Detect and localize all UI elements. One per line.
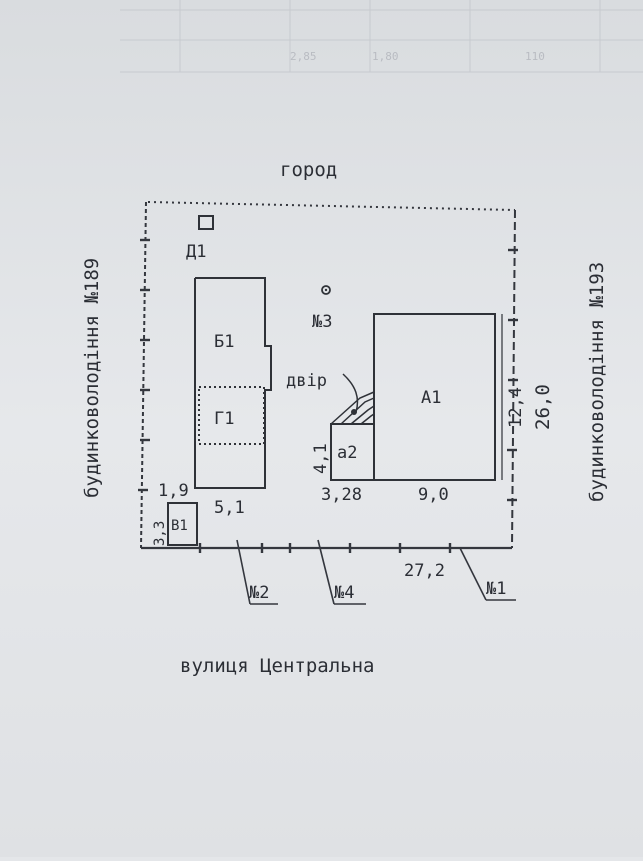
building-g1-label: Г1 [214, 409, 234, 429]
dim-9-0: 9,0 [418, 485, 449, 505]
point-2-label: №2 [249, 583, 269, 603]
building-b1-label: Б1 [214, 332, 234, 352]
dim-5-1: 5,1 [214, 498, 245, 518]
yard-label: двір [286, 371, 327, 391]
faint-header-table [120, 0, 643, 73]
building-d1-marker [198, 215, 214, 230]
dim-1-9: 1,9 [158, 481, 189, 501]
dim-12-4: 12,4 [506, 387, 526, 428]
faint-value-1: 2,85 [290, 50, 317, 63]
garden-label: город [280, 159, 337, 181]
point-1-label: №1 [486, 579, 506, 599]
yard-arrow-dot [351, 409, 357, 415]
building-a2 [330, 423, 375, 481]
neighbor-193-label: будинковолодіння №193 [586, 262, 608, 502]
faint-value-2: 1,80 [372, 50, 399, 63]
building-d1-label: Д1 [186, 242, 206, 262]
dim-26-0: 26,0 [532, 384, 554, 430]
point-3-center [324, 288, 328, 292]
building-a2-label: а2 [337, 443, 357, 463]
neighbor-189-label: будинковолодіння №189 [81, 258, 103, 498]
building-g1 [198, 386, 265, 445]
building-a1 [373, 313, 496, 481]
dim-3-3: 3,3 [152, 521, 168, 546]
yard-arrows [330, 373, 375, 425]
building-v1-label: В1 [171, 518, 188, 534]
dim-4-1: 4,1 [311, 443, 331, 474]
building-a1-label: А1 [421, 388, 441, 408]
plot-boundary [138, 201, 518, 553]
street-label: вулиця Центральна [180, 655, 374, 677]
point-4-label: №4 [334, 583, 354, 603]
dim-27-2: 27,2 [404, 561, 445, 581]
dim-3-28: 3,28 [321, 485, 362, 505]
boundary-top [147, 201, 516, 211]
building-b1 [194, 277, 272, 489]
faint-value-3: 110 [525, 50, 545, 63]
leader-lines [236, 539, 516, 605]
point-3-label: №3 [312, 312, 332, 332]
boundary-ticks [138, 238, 518, 553]
point-3-marker [321, 285, 331, 295]
building-v1 [167, 502, 198, 546]
